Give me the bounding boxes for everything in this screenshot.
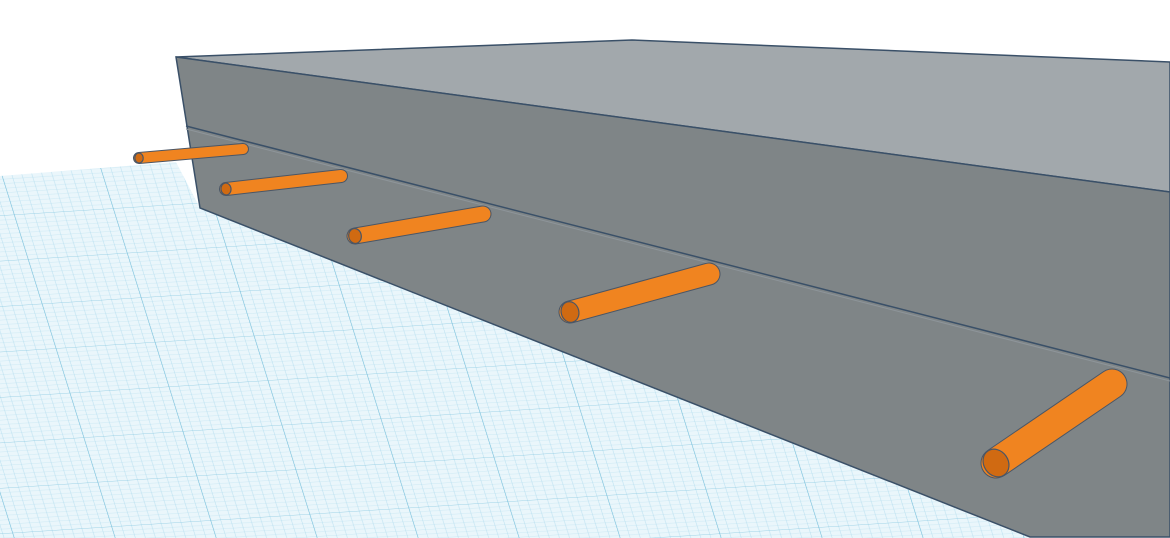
pin-2[interactable] (219, 169, 348, 196)
box-seam-line (185, 125, 1170, 379)
box-shape[interactable] (175, 39, 1170, 538)
pin-end-cap (560, 301, 580, 323)
pin-1[interactable] (133, 143, 249, 164)
pin-body (559, 263, 720, 323)
pin-3[interactable] (346, 205, 492, 245)
pin-body (981, 369, 1127, 478)
pin-body (220, 170, 347, 195)
pin-4[interactable] (558, 262, 721, 324)
workplane-grid[interactable] (0, 162, 1030, 538)
pin-5[interactable] (978, 368, 1128, 482)
pin-body (134, 144, 248, 163)
box-seam-line-highlight (185, 128, 1170, 382)
pin-end-cap (348, 227, 362, 245)
box-front-face[interactable] (175, 56, 1170, 538)
pins (133, 143, 1128, 482)
pin-end-cap (220, 182, 232, 196)
pin-end-cap (982, 448, 1010, 478)
pin-end-cap (134, 152, 144, 164)
pin-body (347, 206, 491, 244)
